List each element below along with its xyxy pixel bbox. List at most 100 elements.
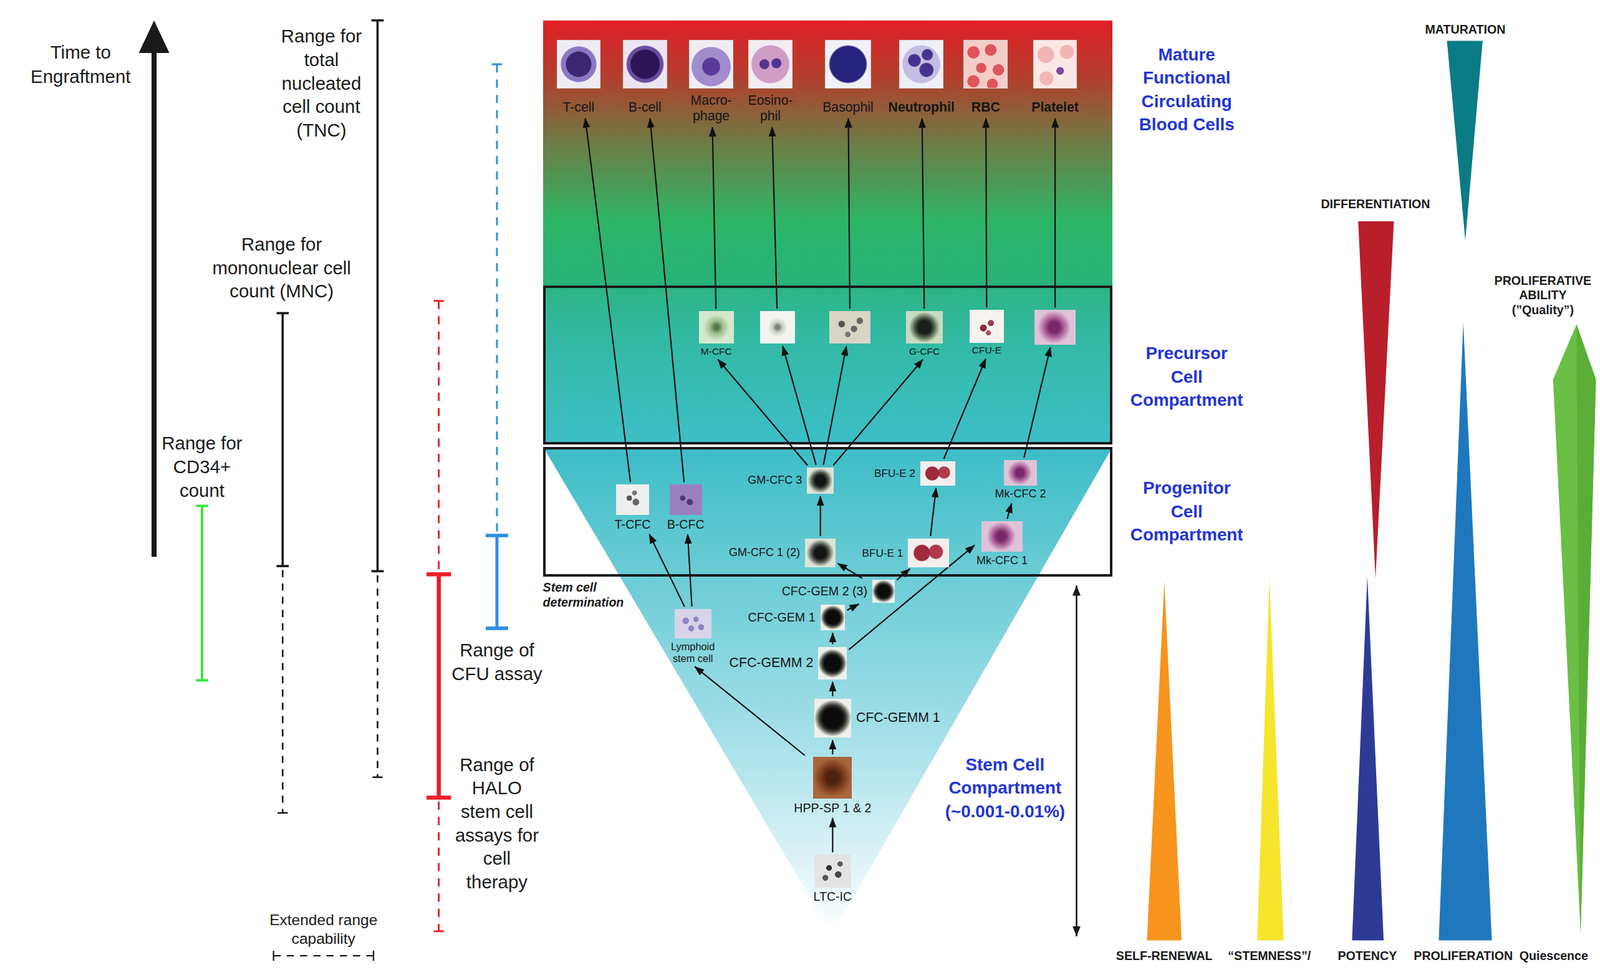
range-tick: [485, 626, 509, 631]
colony-image: [1003, 460, 1037, 486]
stem-triangle-fill: [543, 447, 1113, 935]
trend-label: PROLIFERATION: [1410, 949, 1517, 964]
colony-image: [825, 40, 871, 88]
colony-image: [760, 311, 796, 344]
legend-tick: [372, 950, 375, 961]
range-tick: [433, 299, 444, 302]
cell-label: CFU-E: [972, 344, 1002, 357]
colony-image: [623, 40, 667, 88]
colony-image: [804, 538, 836, 568]
tnc-extended: [376, 575, 379, 778]
range-tick: [491, 63, 502, 66]
legend-item: Extended range capability: [267, 910, 380, 961]
compartment: Precursor Cell CompartmentM-CFCG-CFCCFU-…: [543, 285, 1113, 445]
differentiation-wedge: [1358, 221, 1394, 579]
colony-image: [981, 521, 1022, 552]
range-label: Range of HALO stem cell assays for cell …: [455, 753, 539, 895]
potency-wedge: [1351, 576, 1384, 941]
axis-label: Time to Engraftment: [19, 40, 142, 89]
cell-label: GM-CFC 1 (2): [728, 546, 800, 560]
label-wrap: Range for total nucleated cell count (TN…: [275, 24, 368, 142]
stem-compartment-span: [1075, 585, 1078, 937]
trend-label: SELF-RENEWAL: [1098, 949, 1231, 964]
cell-node: Lymphoid stem cell: [664, 609, 721, 666]
label-wrap: MATURATION: [1388, 22, 1542, 38]
range-tick: [371, 19, 385, 22]
lineage-arrow: [1054, 118, 1056, 309]
colony-image: [689, 40, 733, 88]
colony-image: [813, 756, 852, 799]
lineage-arrow: [831, 818, 834, 853]
range-tick: [433, 930, 444, 933]
range-tick: [195, 505, 209, 508]
lineage-arrow: [985, 118, 987, 309]
range-tick: [195, 679, 209, 682]
cfu-extended: [495, 64, 498, 533]
stemness-wedge: [1257, 578, 1284, 941]
compartment-heading: Precursor Cell Compartment: [1130, 341, 1244, 413]
colony-image: [669, 484, 703, 516]
legend-tick: [272, 950, 274, 961]
heading-wrap: Precursor Cell Compartment: [1130, 341, 1244, 413]
compartment: Progenitor Cell CompartmentT-CFCB-CFCGM-…: [543, 447, 1113, 577]
colony-image: [1034, 309, 1075, 345]
halo-range: [436, 574, 441, 798]
note-label: Stem cell determination: [543, 580, 640, 610]
range-tick: [426, 795, 451, 800]
colony-image: [818, 647, 847, 680]
compartment-heading: Stem Cell Compartment (~0.001-0.01%): [939, 753, 1072, 824]
proliferative-ability-shade: [1576, 324, 1596, 934]
cell-label: T-CFC: [614, 517, 651, 533]
cell-label: BFU-E 2: [874, 467, 916, 481]
cell-node: Macro- phage: [686, 40, 736, 125]
trend-label: Quiescence: [1519, 949, 1597, 964]
cell-node: Platelet: [1031, 40, 1079, 116]
colony-image: [907, 538, 949, 568]
range-tick: [426, 572, 451, 577]
cell-node: M-CFC: [698, 311, 734, 358]
cell-label: B-CFC: [667, 517, 705, 533]
colony-image: [899, 40, 943, 88]
trend-label: POTENCY: [1326, 949, 1408, 964]
cell-label: Neutrophil: [888, 99, 955, 116]
cell-node: G-CFC: [906, 311, 943, 358]
cell-label: Macro- phage: [686, 92, 736, 125]
heading-wrap: Stem Cell Compartment (~0.001-0.01%): [939, 753, 1072, 824]
proliferative-ability-wedge: [1553, 324, 1597, 934]
cell-label: Lymphoid stem cell: [664, 640, 721, 666]
compartment-heading: Mature Functional Circulating Blood Cell…: [1127, 43, 1246, 137]
cell-node: CFU-E: [969, 309, 1005, 357]
label-wrap: Stem cell determination: [543, 580, 640, 610]
mnc-extended: [281, 570, 284, 814]
label-wrap: PROLIFERATION: [1410, 949, 1517, 964]
colony-image: [674, 609, 712, 639]
cell-node: GM-CFC 3: [747, 467, 834, 495]
colony-image: [806, 467, 834, 495]
label-wrap: Range of CFU assay: [442, 638, 551, 686]
heading-wrap: Mature Functional Circulating Blood Cell…: [1127, 43, 1246, 137]
halo-extended: [437, 801, 440, 932]
legend-dashed-sample: [272, 950, 375, 961]
cell-node: [760, 311, 796, 344]
colony-image: [920, 461, 956, 486]
cell-label: GM-CFC 3: [747, 473, 802, 488]
label-wrap: Range for CD34+ count: [159, 431, 245, 502]
label-wrap: Time to Engraftment: [19, 40, 142, 89]
cell-label: CFC-GEM 1: [748, 610, 816, 626]
cell-node: B-cell: [623, 40, 667, 116]
range-tick: [276, 312, 289, 315]
colony-image: [814, 854, 852, 888]
cell-node: Mk-CFC 2: [994, 460, 1046, 502]
engraftment-arrow-head: [139, 20, 170, 54]
label-wrap: SELF-RENEWAL: [1098, 949, 1231, 964]
colony-image: [872, 579, 895, 604]
cell-node: Eosino- phil: [745, 40, 797, 125]
cell-node: T-cell: [557, 40, 601, 116]
cell-node: GM-CFC 1 (2): [728, 538, 836, 568]
range-label: Range of CFU assay: [442, 638, 551, 686]
trend-label: PROLIFERATIVE ABILITY (”Quality”): [1489, 273, 1596, 319]
cell-label: Basophil: [822, 99, 874, 116]
cell-label: LTC-IC: [813, 889, 852, 905]
legend-sample-wrap: [272, 950, 375, 961]
